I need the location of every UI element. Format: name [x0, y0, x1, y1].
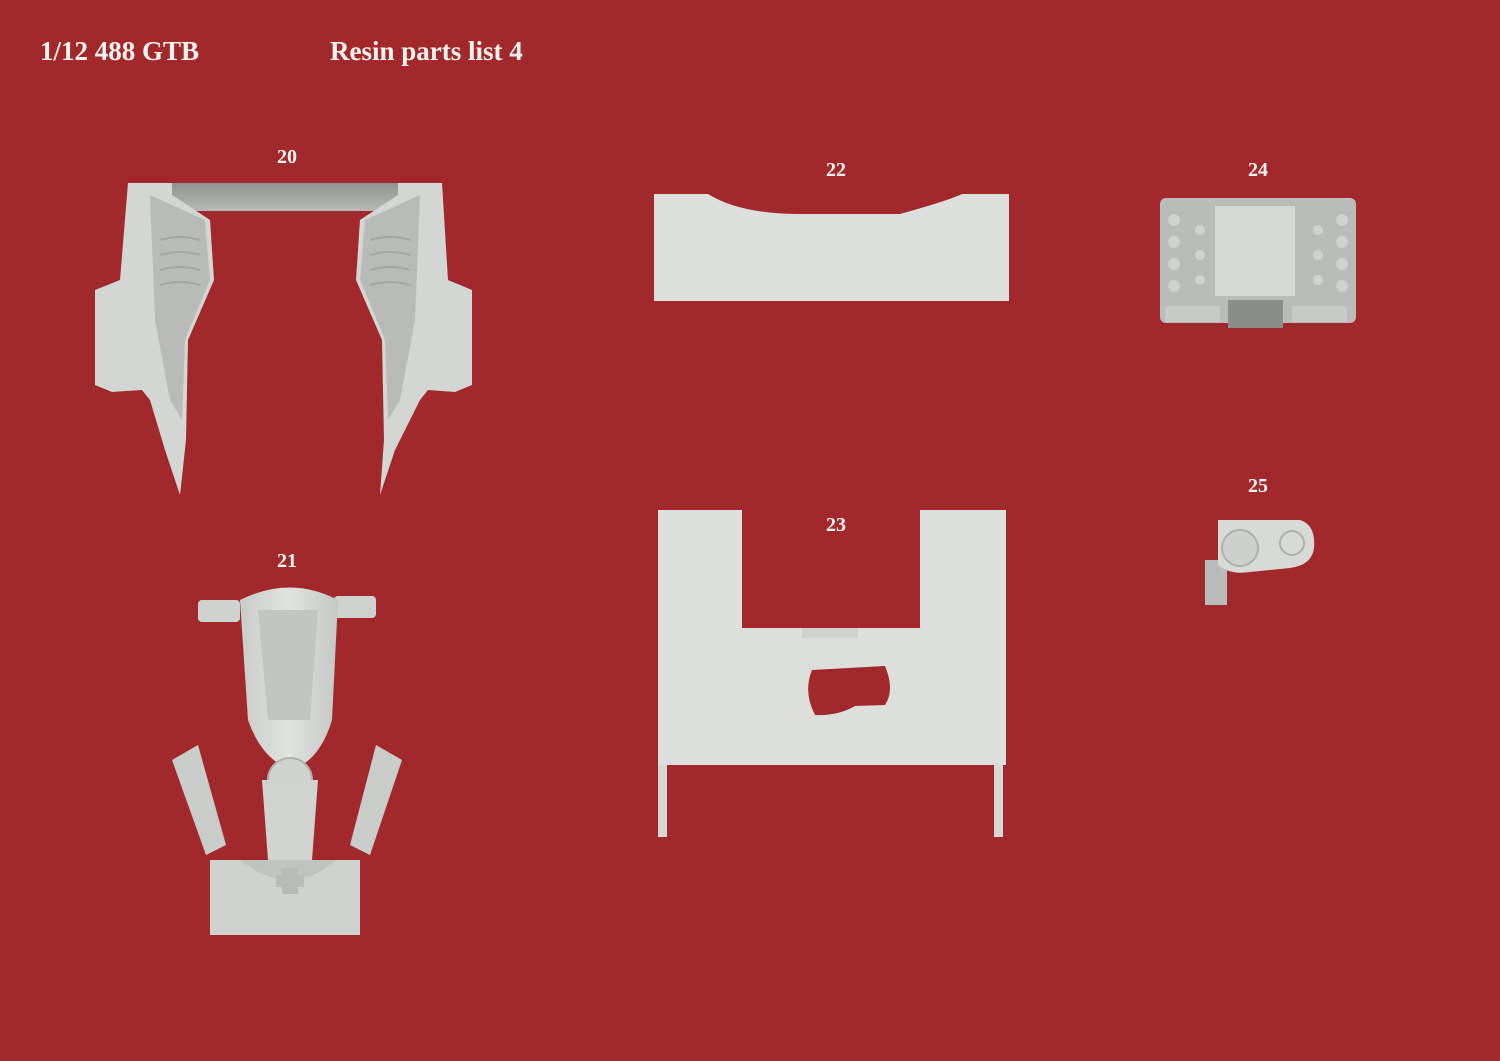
- part-21-engine-cover: [172, 587, 402, 935]
- part-24-engine-block: [1160, 198, 1356, 328]
- scale-model-title: 1/12 488 GTB: [40, 36, 200, 66]
- part-22-label: 22: [826, 159, 846, 181]
- part-23-bulkhead: [658, 510, 1006, 837]
- part-23-label: 23: [826, 514, 846, 536]
- part-22-panel: [654, 194, 1009, 301]
- part-25-transmission-cover: [1205, 520, 1315, 605]
- page-title: Resin parts list 4: [330, 36, 523, 66]
- part-25-label: 25: [1248, 475, 1268, 497]
- part-24-label: 24: [1248, 159, 1268, 181]
- part-20-frame: [95, 183, 472, 495]
- part-20-label: 20: [277, 146, 297, 168]
- part-21-label: 21: [277, 550, 297, 572]
